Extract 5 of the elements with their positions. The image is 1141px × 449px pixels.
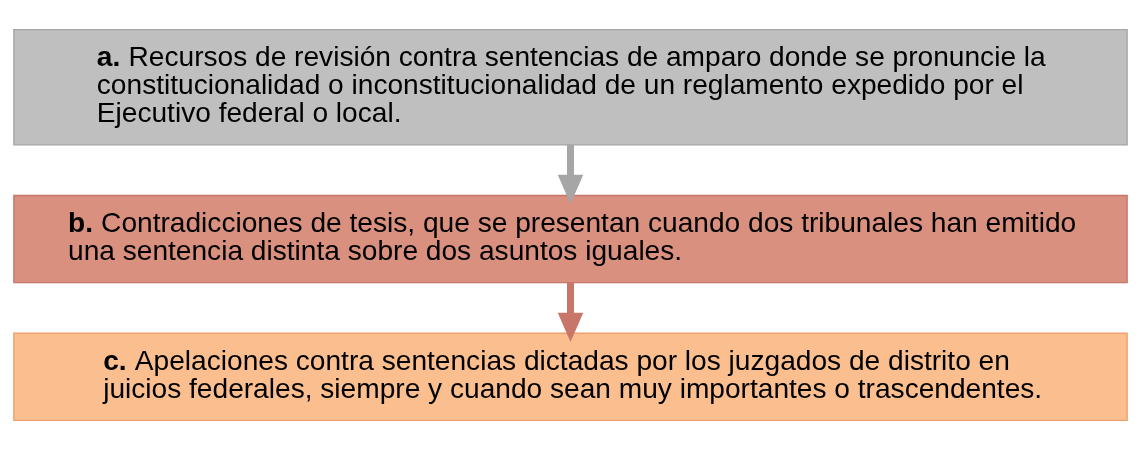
- arrow: [557, 144, 584, 204]
- arrow: [557, 282, 584, 342]
- node-box: c. Apelaciones contra sentencias dictadas por los juzgados de distrito en juicios federales, siempre y cuando sean muy importantes o trascendentes.: [13, 332, 1128, 421]
- node-box: b. Contradicciones de tesis, que se presentan cuando dos tribunales han emitido una sentencia distinta sobre dos asuntos iguales.: [13, 194, 1128, 283]
- node-box: a. Recursos de revisión contra sentencias de amparo donde se pronuncie la constitucionalidad o inconstitucionalidad de un reglamento expedido por el Ejecutivo federal o local.: [13, 28, 1128, 146]
